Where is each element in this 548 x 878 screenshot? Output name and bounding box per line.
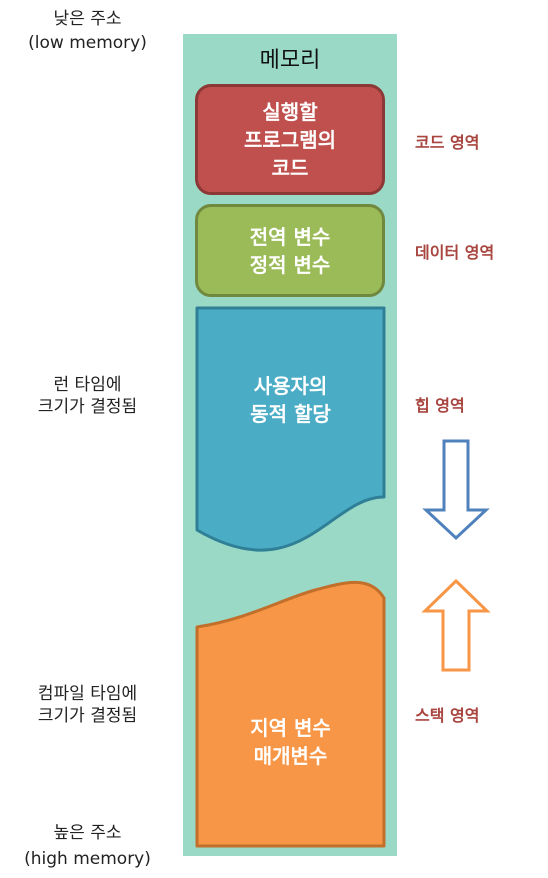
stack-region-label: 스택 영역 <box>415 706 480 725</box>
compile-size-label: 컴파일 타임에 크기가 결정됨 <box>37 684 138 726</box>
high-address-label: 높은 주소 <box>53 823 122 843</box>
code-region-label: 코드 영역 <box>415 133 480 152</box>
arrow-up-icon <box>421 578 491 672</box>
memory-title: 메모리 <box>259 48 321 73</box>
code-segment-text: 실행할 프로그램의 코드 <box>244 99 336 180</box>
stack-segment-text: 지역 변수 매개변수 <box>250 716 331 768</box>
code-segment: 실행할 프로그램의 코드 <box>195 84 385 195</box>
data-segment: 전역 변수 정적 변수 <box>195 204 385 297</box>
low-address-label: 낮은 주소 <box>53 9 122 29</box>
heap-region-label: 힙 영역 <box>415 396 465 415</box>
high-memory-label: (high memory) <box>24 849 151 869</box>
runtime-size-label: 런 타임에 크기가 결정됨 <box>37 375 138 417</box>
heap-segment <box>195 306 386 552</box>
data-segment-text: 전역 변수 정적 변수 <box>249 224 331 277</box>
arrow-down-icon <box>422 439 490 541</box>
low-memory-label: (low memory) <box>28 33 147 53</box>
heap-segment-text: 사용자의 동적 할당 <box>250 374 331 426</box>
data-region-label: 데이터 영역 <box>415 243 495 262</box>
stack-segment <box>195 580 386 848</box>
